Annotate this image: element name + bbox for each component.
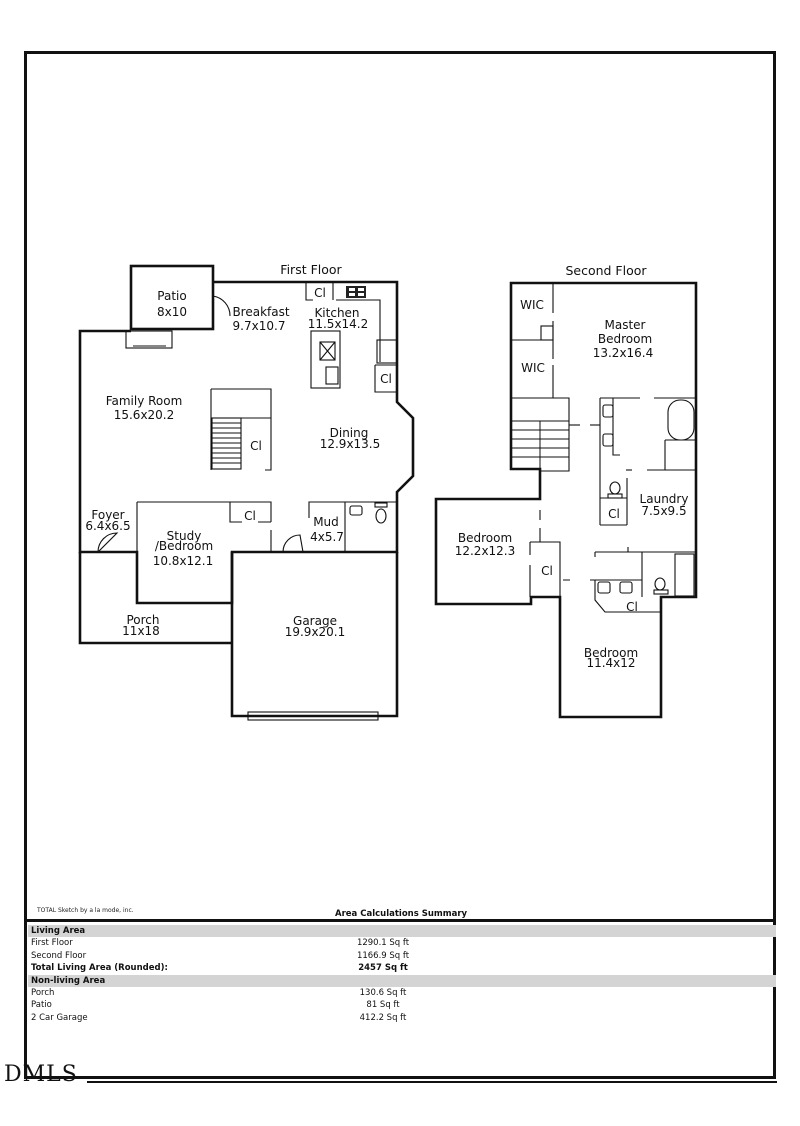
svg-text:Bedroom: Bedroom [584,646,638,660]
svg-text:4x5.7: 4x5.7 [310,530,344,544]
door-swing-icon [97,532,119,554]
svg-text:11.5x14.2: 11.5x14.2 [308,317,369,331]
shower-icon [664,439,696,471]
bath-sink-icon [602,404,614,418]
summary-title: Area Calculations Summary [335,909,468,919]
bottom-border [87,1081,777,1083]
svg-text:11.4x12: 11.4x12 [586,656,635,670]
svg-text:7.5x9.5: 7.5x9.5 [641,504,686,518]
bath-sink-icon [597,581,611,594]
first-floor-title: First Floor [280,262,342,277]
stair-enclosure [511,397,570,472]
svg-text:12.2x12.3: 12.2x12.3 [455,544,516,558]
summary-divider [26,919,776,922]
porch-outline [78,552,232,645]
first-floor-walls [78,280,415,605]
garage-outline [230,552,399,718]
svg-text:6.4x6.5: 6.4x6.5 [85,519,130,533]
svg-text:Cl: Cl [541,564,553,578]
svg-text:Porch: Porch [126,613,159,627]
svg-text:Cl: Cl [608,507,620,521]
svg-text:WIC: WIC [521,361,545,375]
stair-enclosure [211,388,272,471]
door-swing-icon [212,295,231,317]
svg-text:Bedroom: Bedroom [458,531,512,545]
second-floor-plan: Second Floor Cl Cl [434,263,698,719]
svg-text:Kitchen: Kitchen [314,306,359,320]
bath-sink-icon [349,505,363,516]
svg-text:Mud: Mud [313,515,339,529]
kitchen-closet [305,282,334,301]
first-floor-plan: First Floor Cl Cl [78,262,415,721]
svg-text:Cl: Cl [380,372,392,386]
svg-text:9.7x10.7: 9.7x10.7 [233,319,286,333]
sliding-door-icon [125,330,173,349]
svg-text:Laundry: Laundry [640,492,689,506]
door-swing-icon [282,534,304,553]
svg-text:Cl: Cl [244,509,256,523]
second-floor-title: Second Floor [565,263,647,278]
second-floor-walls [434,281,698,719]
svg-text:WIC: WIC [520,298,544,312]
range-icon [346,286,366,298]
study-walls [136,501,272,552]
software-credit: TOTAL Sketch by a la mode, inc. [37,907,134,914]
vanity-walls [563,579,660,613]
svg-text:12.9x13.5: 12.9x13.5 [320,437,381,451]
bath-sink-icon [602,433,614,447]
svg-text:19.9x20.1: 19.9x20.1 [285,625,346,639]
section-heading: Living Area [28,925,776,938]
svg-text:Cl: Cl [250,439,262,453]
svg-text:Bedroom: Bedroom [598,332,652,346]
toilet-icon [654,577,666,591]
svg-text:Study: Study [167,529,202,543]
mud-walls [308,501,397,552]
svg-text:Dining: Dining [330,426,369,440]
hall-bath-walls [594,547,696,597]
bathtub-icon [674,553,695,597]
toilet-icon [609,481,621,495]
svg-text:Family Room: Family Room [106,394,183,408]
sink-icon [325,366,339,385]
fridge-icon [376,339,398,364]
svg-text:10.8x12.1: 10.8x12.1 [153,554,214,568]
bathtub-icon [667,399,695,441]
kitchen-closet-right [374,364,397,393]
garage-door-icon [247,711,379,721]
table-row-total: Total Living Area (Rounded):2457 Sq ft [31,963,408,974]
master-bath-walls [599,397,696,525]
svg-text:13.2x16.4: 13.2x16.4 [593,346,654,360]
section-heading: Non-living Area [28,974,776,987]
svg-text:Foyer: Foyer [91,508,124,522]
svg-text:Patio: Patio [157,289,186,303]
svg-text:Garage: Garage [293,614,337,628]
svg-text:/Bedroom: /Bedroom [155,539,213,553]
toilet-icon [375,508,387,524]
svg-text:Cl: Cl [626,600,638,614]
svg-text:15.6x20.2: 15.6x20.2 [114,408,175,422]
bath-sink-icon [619,581,633,594]
svg-text:Cl: Cl [314,286,326,300]
svg-text:8x10: 8x10 [157,305,187,319]
svg-text:Breakfast: Breakfast [232,305,289,319]
svg-text:Master: Master [605,318,646,332]
cooktop-icon [319,341,336,361]
svg-text:11x18: 11x18 [122,624,160,638]
mls-watermark: DMLS [4,1062,78,1087]
kitchen-island [310,330,341,389]
page-frame [24,51,776,1079]
